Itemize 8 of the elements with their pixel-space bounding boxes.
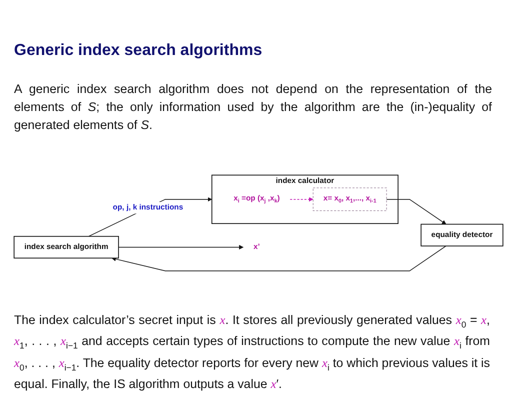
arrow	[386, 199, 446, 224]
arrow	[118, 244, 244, 250]
text-paragraph: A generic index search algorithm does not depend on the representation of the elements of S; the only information used by the algorithm are the (in-)equality of generated elements of S.	[14, 81, 492, 134]
arrow	[88, 197, 212, 237]
title: Generic index search algorithms	[14, 42, 262, 60]
caption: The index calculator’s secret input is x. It stores all previously generated values x$_{0}$ = x, x$_{1}$, . . . , x$_{i−1}$ and accepts certain types of instructions to compute the new value x$_{i}$ from x$_{0}$, . . . , x$_{i−1}$. The equality detector reports for every new x$_{i}$ to which previous values it is equal. Finally, the IS algorithm outputs a value x′.	[14, 312, 490, 394]
arrow	[290, 197, 314, 202]
arrow	[112, 246, 446, 272]
